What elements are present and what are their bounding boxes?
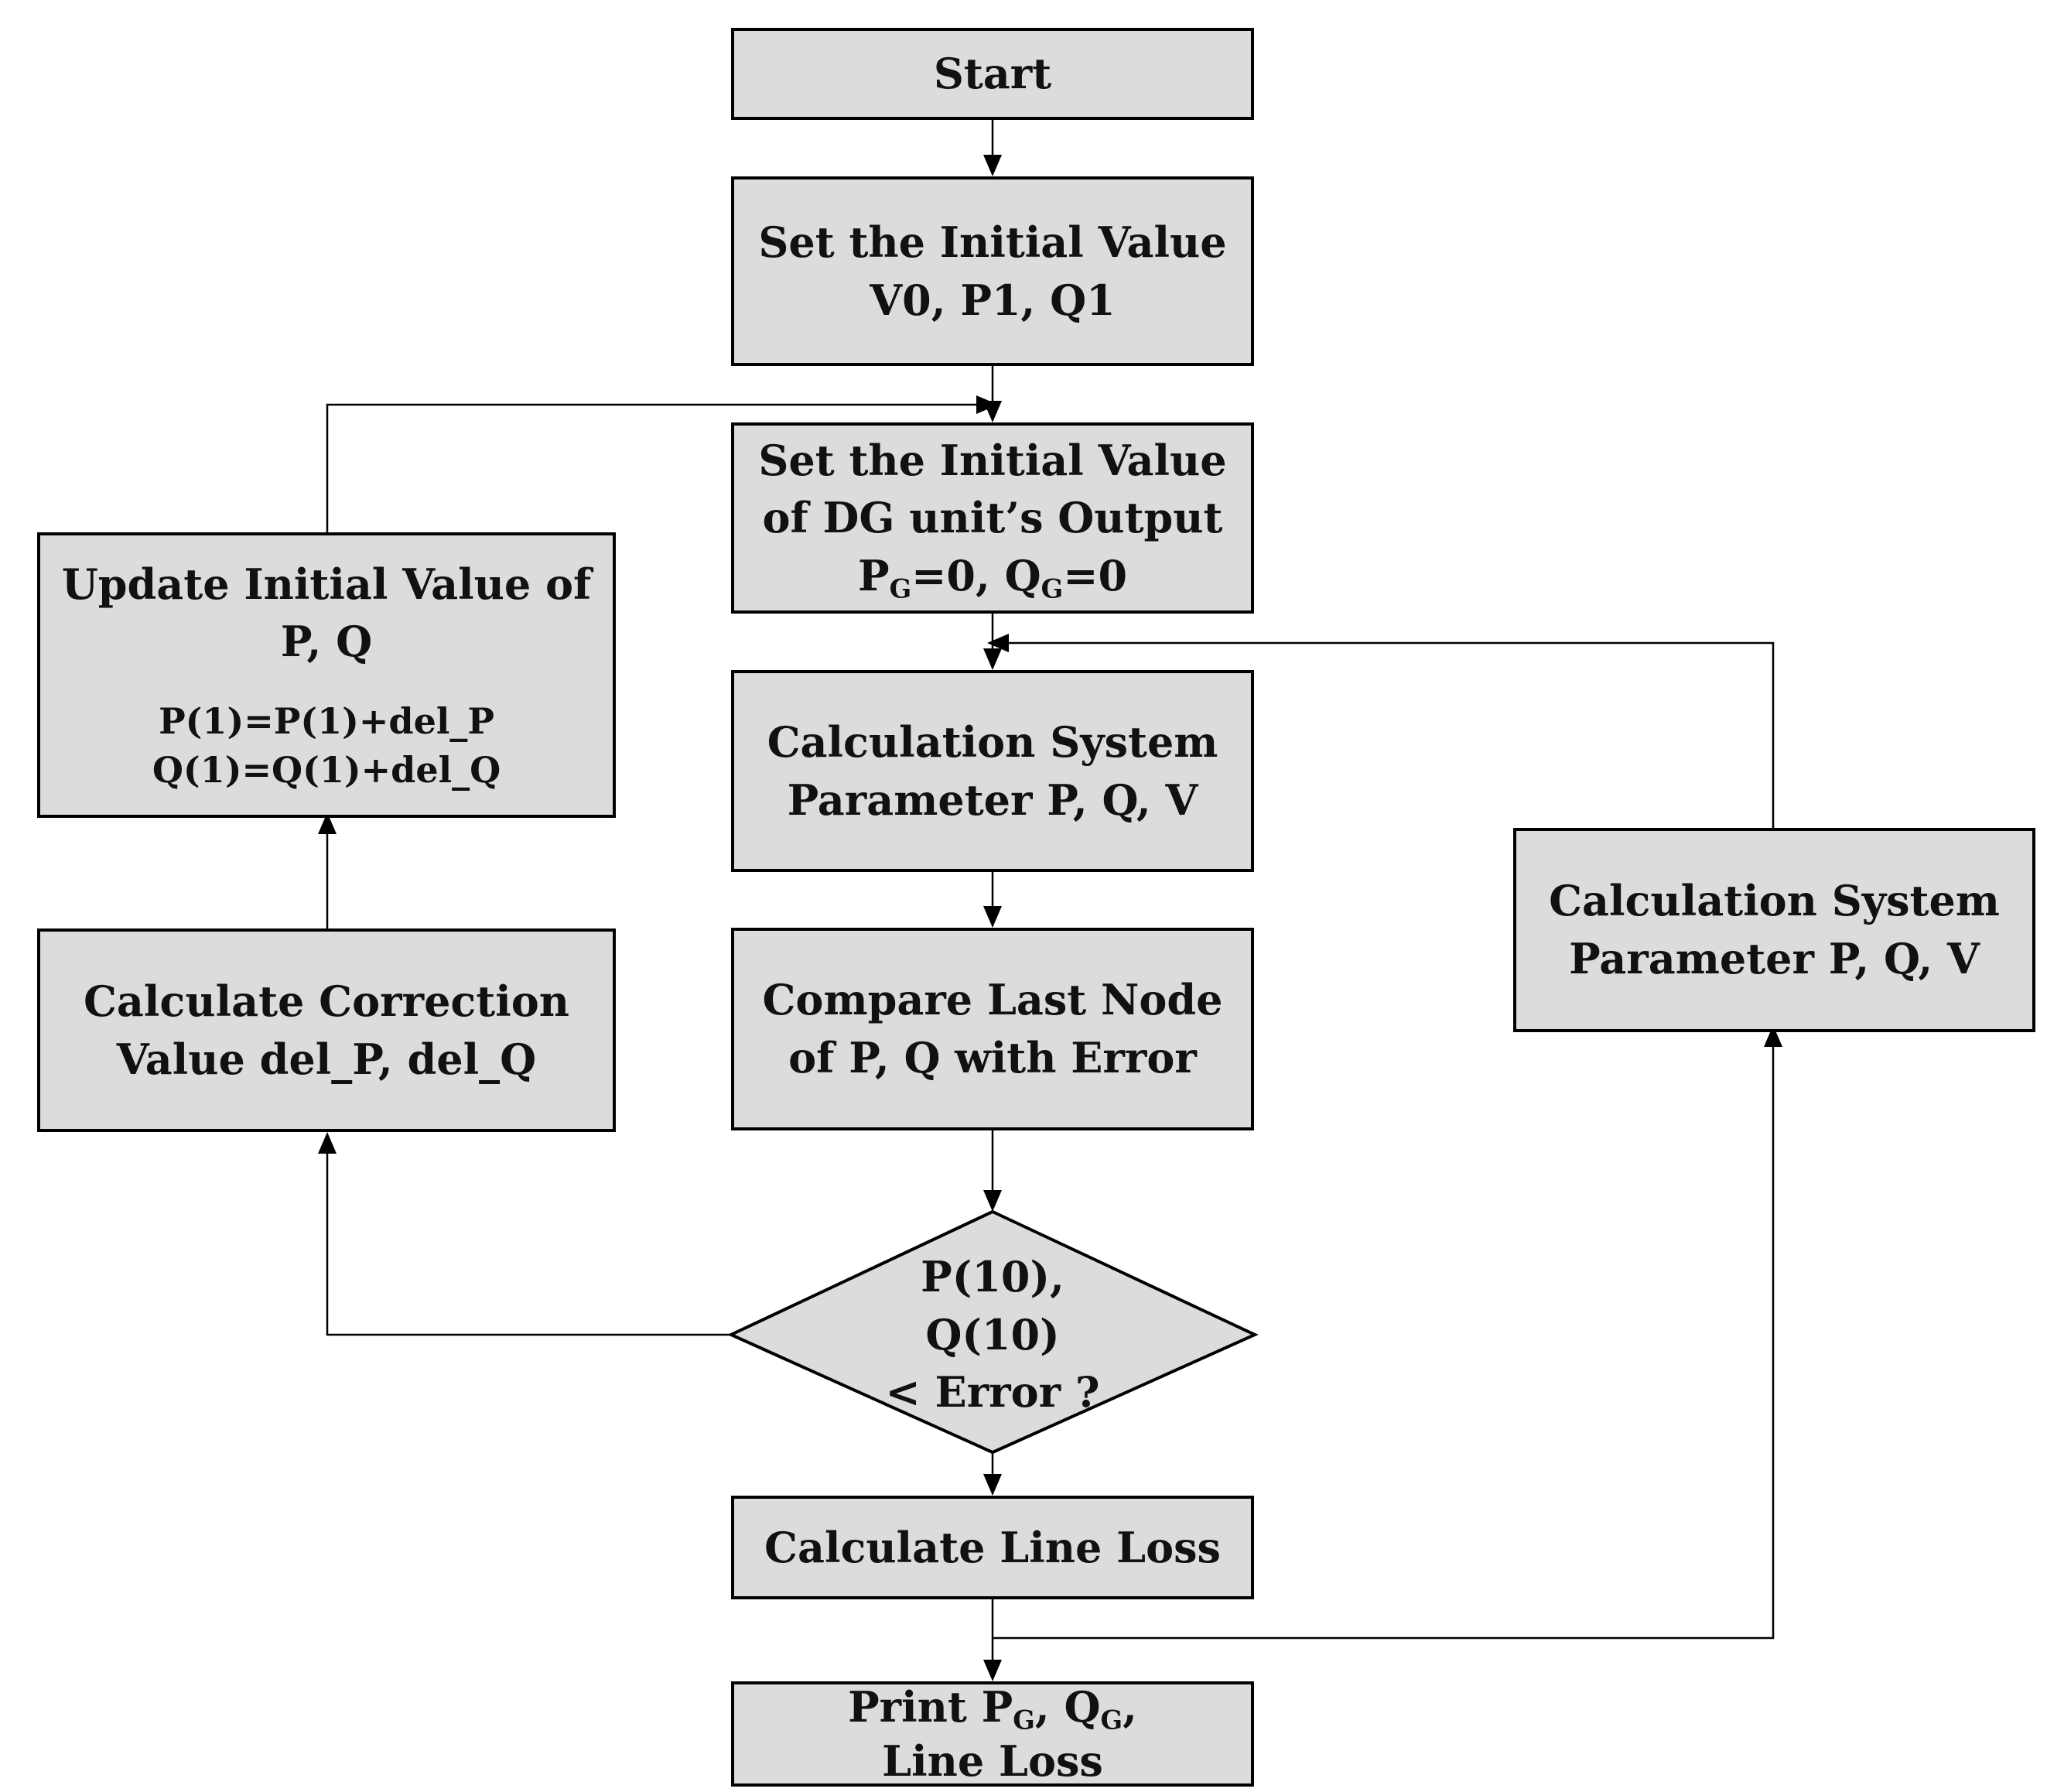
arrowhead [983, 1660, 1002, 1681]
set-dg-label-2: of DG unit’s Output [762, 493, 1223, 543]
set-dg-label-1: Set the Initial Value [758, 435, 1227, 485]
calc-system-right-label-2: Parameter P, Q, V [1569, 934, 1980, 983]
print-pg-symbol: P [981, 1681, 1013, 1732]
compare-label-2: of P, Q with Error [788, 1033, 1197, 1082]
arrowhead [318, 812, 337, 834]
arrowhead [983, 648, 1002, 670]
arrowhead [983, 1190, 1002, 1212]
arrowhead [976, 395, 998, 414]
arrowhead [987, 634, 1009, 652]
decision-diamond [727, 1209, 1259, 1455]
print-label-2: Line Loss [882, 1736, 1103, 1786]
update-node: Update Initial Value of P, Q P(1)=P(1)+d… [37, 532, 616, 818]
start-node: Start [731, 28, 1254, 120]
pg-value: =0, [911, 550, 1005, 600]
print-separator: , [1034, 1681, 1065, 1732]
print-label-1: Print PG, QG, [848, 1680, 1137, 1734]
qg-subscript: G [1041, 573, 1064, 604]
arrowhead [1764, 1025, 1782, 1047]
connector-right-calc-loop [1004, 641, 1775, 828]
correction-label-2: Value del_P, del_Q [116, 1034, 537, 1084]
connector-decision-to-correction [326, 1145, 731, 1336]
arrowhead [318, 1132, 337, 1154]
calc-system-right-node: Calculation System Parameter P, Q, V [1513, 828, 2035, 1032]
print-pg-subscript: G [1013, 1705, 1035, 1736]
set-initial-label-2: V0, P1, Q1 [870, 275, 1116, 325]
connector-update-loop [326, 403, 981, 534]
decision-label: P(10), Q(10) < Error ? [836, 1230, 1150, 1439]
calc-system-label-2: Parameter P, Q, V [787, 775, 1198, 825]
print-node: Print PG, QG, Line Loss [731, 1681, 1254, 1787]
pg-subscript: G [889, 573, 912, 604]
set-initial-value-node: Set the Initial Value V0, P1, Q1 [731, 176, 1254, 366]
calc-system-node: Calculation System Parameter P, Q, V [731, 670, 1254, 872]
line-loss-node: Calculate Line Loss [731, 1496, 1254, 1599]
decision-label-3: < Error ? [885, 1367, 1100, 1418]
qg-symbol: Q [1004, 550, 1041, 600]
set-dg-formula: PG=0, QG=0 [858, 547, 1127, 605]
line-loss-label: Calculate Line Loss [764, 1522, 1221, 1572]
update-formula-2: Q(1)=Q(1)+del_Q [152, 749, 501, 792]
set-initial-label-1: Set the Initial Value [758, 217, 1227, 267]
arrowhead [983, 906, 1002, 928]
calc-system-right-label-1: Calculation System [1549, 876, 2000, 926]
print-prefix: Print [848, 1681, 982, 1732]
connector-lineloss-loop [993, 1038, 1775, 1640]
arrowhead [983, 155, 1002, 176]
compare-label-1: Compare Last Node [762, 975, 1223, 1025]
pg-symbol: P [857, 550, 890, 600]
start-label: Start [933, 49, 1052, 99]
decision-label-1: P(10), [921, 1252, 1065, 1302]
print-qg-symbol: Q [1064, 1681, 1101, 1732]
compare-node: Compare Last Node of P, Q with Error [731, 928, 1254, 1130]
calc-system-label-1: Calculation System [767, 716, 1218, 767]
print-suffix: , [1123, 1681, 1137, 1732]
update-label-1: Update Initial Value of [61, 559, 592, 609]
update-formula-1: P(1)=P(1)+del_P [159, 699, 494, 742]
qg-value: =0 [1063, 550, 1128, 600]
update-label-2: P, Q [280, 617, 373, 667]
correction-label-1: Calculate Correction [83, 976, 570, 1026]
print-qg-subscript: G [1100, 1705, 1123, 1736]
set-dg-output-node: Set the Initial Value of DG unit’s Outpu… [731, 422, 1254, 614]
arrowhead [983, 1474, 1002, 1496]
correction-node: Calculate Correction Value del_P, del_Q [37, 928, 616, 1132]
decision-label-2: Q(10) [925, 1309, 1060, 1359]
